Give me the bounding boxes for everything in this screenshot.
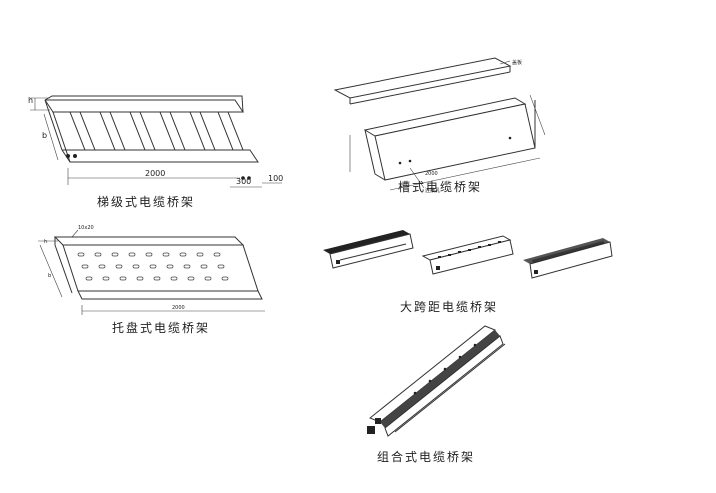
trough-tray-figure: 盖板 2000 连接孔 槽式电缆桥架: [320, 40, 580, 195]
caption-trough: 槽式电缆桥架: [398, 180, 483, 194]
trough-tray-drawing: 盖板 2000 连接孔: [333, 57, 546, 194]
ladder-tray-figure: h b 2000 300 100 梯级式电缆桥架: [0, 0, 300, 215]
caption-combined: 组合式电缆桥架: [377, 450, 476, 464]
tray-dim-b: b: [48, 273, 51, 279]
tray-slot-label: 10x20: [78, 225, 94, 231]
caption-longspan: 大跨距电缆桥架: [400, 300, 499, 314]
tray-dim-length: 2000: [172, 305, 185, 311]
ladder-dim-b: b: [42, 131, 47, 140]
ladder-dim-300: 300: [236, 177, 251, 186]
caption-ladder: 梯级式电缆桥架: [97, 195, 196, 209]
ladder-tray-drawing: h b 2000 300 100: [28, 95, 283, 188]
caption-tray: 托盘式电缆桥架: [112, 321, 211, 335]
trough-dim-length: 2000: [425, 171, 438, 177]
combined-tray-figure: 组合式电缆桥架: [355, 318, 535, 468]
trough-cover-label: 盖板: [512, 59, 522, 66]
longspan-tray-drawing: [323, 230, 613, 279]
combined-tray-drawing: [367, 325, 506, 437]
longspan-tray-figure: 大跨距电缆桥架: [318, 222, 618, 317]
tray-dim-h: h: [44, 239, 47, 245]
perforated-tray-figure: 10x20 h b 2000 托盘式电缆桥架: [0, 215, 300, 340]
ladder-dim-length: 2000: [145, 169, 165, 178]
ladder-dim-100: 100: [268, 174, 283, 183]
perforated-tray-drawing: 10x20 h b 2000: [38, 225, 265, 315]
trough-hole-label: 连接孔: [425, 187, 440, 194]
ladder-dim-h: h: [28, 96, 33, 105]
